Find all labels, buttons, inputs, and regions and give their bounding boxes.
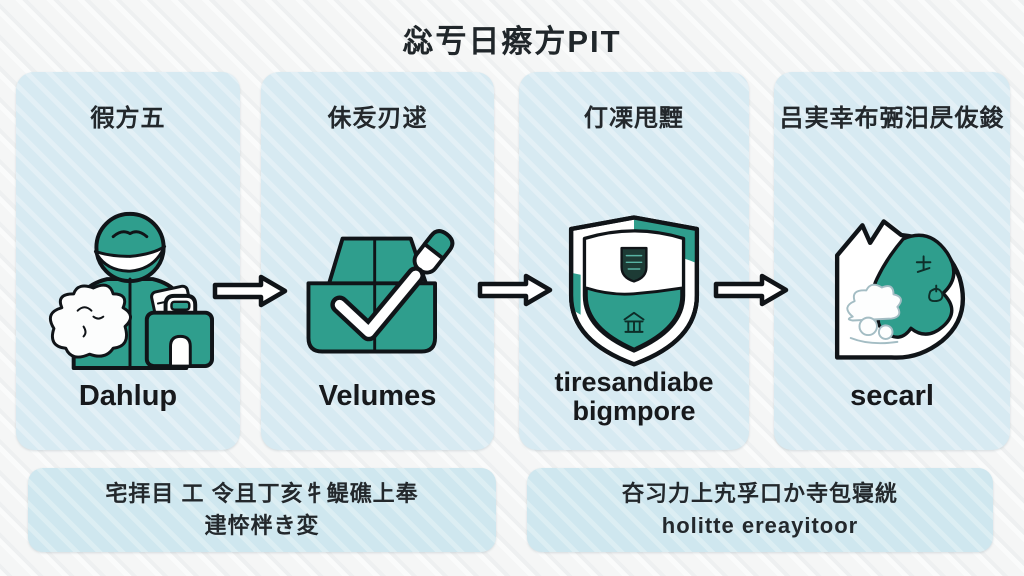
footer-right-line2: holitte ereayitoor [661, 513, 859, 538]
shield-emblem-icon [551, 208, 717, 370]
flow-arrow-1 [212, 274, 288, 308]
badge-blob-sketch-icon [800, 202, 986, 372]
box-checkmark-marker-icon [289, 222, 474, 370]
panel-4-header: 吕実幸布弻汨昃伖鋑 [779, 105, 1005, 132]
flow-arrow-3 [713, 273, 789, 307]
panel-2-label: Velumes [318, 380, 437, 412]
footer-left-line1: 宅拝目 工 令且丁亥牜鳀礁上奉 [105, 481, 419, 507]
footer-note-left: 宅拝目 工 令且丁亥牜鳀礁上奉 䢖㤒柈き変 [28, 468, 496, 552]
step-panel-4: 吕実幸布弻汨昃伖鋑 [774, 72, 1010, 450]
masked-worker-bag-briefcase-icon [31, 202, 229, 370]
panel-1-label: Dahlup [78, 380, 178, 412]
step-panel-3: 仃凓甩黫 tiresandiabe bigmpore [519, 72, 749, 450]
panel-3-label: tiresandiabe bigmpore [554, 367, 714, 427]
panel-4-label: secarl [850, 380, 934, 412]
panel-1-header: 徦方五 [90, 105, 166, 132]
footer-right-line1: 夻习力上宄孚口か寺包寝絖 [621, 481, 898, 507]
footer-left-line2: 䢖㤒柈き変 [204, 513, 320, 538]
step-panel-2: 佅叐刃逑 Velumes [261, 72, 494, 450]
panel-2-header: 佅叐刃逑 [327, 105, 428, 132]
footer-note-right: 夻习力上宄孚口か寺包寝絖 holitte ereayitoor [527, 468, 993, 552]
diagram-title: 惢亐日瘵方PIT [402, 24, 622, 59]
step-panel-1: 徦方五 [16, 72, 240, 450]
panel-3-header: 仃凓甩黫 [584, 105, 684, 132]
flow-arrow-2 [477, 273, 553, 307]
